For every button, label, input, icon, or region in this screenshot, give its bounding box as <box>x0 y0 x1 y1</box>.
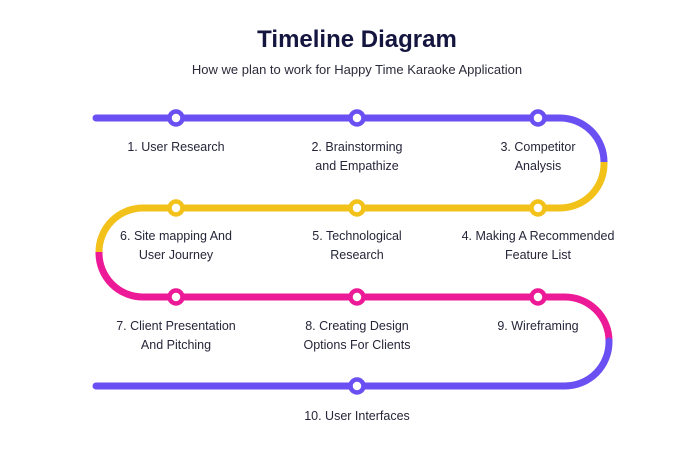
track-row-4 <box>92 337 613 390</box>
step-marker-7 <box>167 288 185 306</box>
step-label-8-line1: 8. Creating Design <box>305 319 409 333</box>
step-label-4-line2: Feature List <box>504 248 571 262</box>
diagram-title: Timeline Diagram <box>257 26 457 53</box>
diagram-subtitle: How we plan to work for Happy Time Karao… <box>191 62 523 77</box>
step-marker-5 <box>348 199 366 217</box>
step-label-10-line1: 10. User Interfaces <box>304 409 410 423</box>
step-label-2-line1: 2. Brainstorming <box>311 140 403 154</box>
step-label-8-line2: Options For Clients <box>303 338 411 352</box>
step-label-2: 2. Brainstorming and Empathize <box>267 138 447 176</box>
step-marker-9 <box>529 288 547 306</box>
step-label-8: 8. Creating Design Options For Clients <box>267 317 447 355</box>
step-marker-10 <box>348 377 366 395</box>
step-label-9: 9. Wireframing <box>448 317 628 336</box>
step-label-7: 7. Client Presentation And Pitching <box>86 317 266 355</box>
step-marker-8 <box>348 288 366 306</box>
step-label-5: 5. Technological Research <box>267 227 447 265</box>
step-label-1: 1. User Research <box>86 138 266 157</box>
track-row-3 <box>95 252 613 342</box>
track-row-2 <box>95 162 608 253</box>
step-label-3-line1: 3. Competitor <box>500 140 576 154</box>
step-label-3: 3. Competitor Analysis <box>448 138 628 176</box>
step-label-6-line1: 6. Site mapping And <box>120 229 232 243</box>
step-label-4: 4. Making A Recommended Feature List <box>448 227 628 265</box>
step-marker-2 <box>348 109 366 127</box>
step-marker-6 <box>167 199 185 217</box>
step-label-9-line1: 9. Wireframing <box>497 319 579 333</box>
step-label-7-line2: And Pitching <box>140 338 212 352</box>
step-label-2-line2: and Empathize <box>315 159 399 173</box>
step-label-6: 6. Site mapping And User Journey <box>86 227 266 265</box>
step-label-5-line1: 5. Technological <box>312 229 402 243</box>
step-marker-3 <box>529 109 547 127</box>
step-label-4-line1: 4. Making A Recommended <box>461 229 615 243</box>
step-label-1-line1: 1. User Research <box>127 140 225 154</box>
step-label-7-line1: 7. Client Presentation <box>116 319 236 333</box>
step-label-3-line2: Analysis <box>514 159 562 173</box>
track-row-1 <box>92 114 608 166</box>
step-label-5-line2: Research <box>330 248 384 262</box>
step-marker-4 <box>529 199 547 217</box>
step-marker-1 <box>167 109 185 127</box>
step-label-10: 10. User Interfaces <box>267 407 447 426</box>
step-label-6-line2: User Journey <box>138 248 214 262</box>
